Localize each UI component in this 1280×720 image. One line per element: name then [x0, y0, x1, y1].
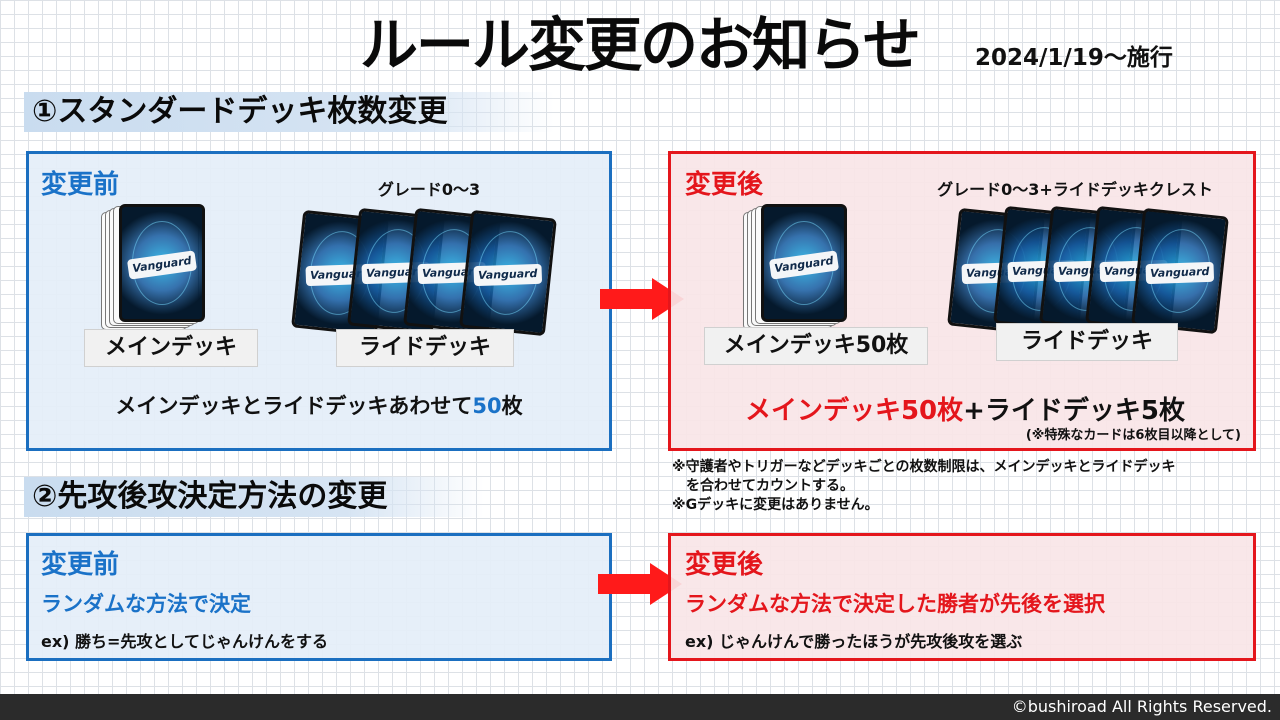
right-arrow-icon — [598, 563, 682, 605]
ride-deck-label: ライドデッキ — [337, 330, 513, 366]
note-line: ※Gデッキに変更はありません。 — [672, 497, 879, 513]
section2-before-panel: 変更前 ランダムな方法で決定 ex) 勝ち=先攻としてじゃんけんをする — [26, 533, 612, 661]
grade-caption: グレード0〜3 — [377, 180, 481, 199]
footer-bar — [0, 694, 1280, 720]
card-logo: Vanguard — [473, 263, 543, 287]
statement-note: (※特殊なカードは6枚目以降として) — [1025, 428, 1241, 443]
after-label: 変更後 — [685, 550, 764, 580]
after-example: ex) じゃんけんで勝ったほうが先攻後攻を選ぶ — [685, 632, 1023, 651]
card-back: Vanguard — [119, 204, 205, 322]
page-title: ルール変更のお知らせ — [360, 11, 921, 79]
grade-caption: グレード0〜3+ライドデッキクレスト — [937, 180, 1213, 199]
ride-deck-cards: Vanguard Vanguard Vanguard Vanguard — [291, 207, 567, 340]
section1-notes: ※守護者やトリガーなどデッキごとの枚数制限は、メインデッキとライドデッキ を合わ… — [672, 458, 1272, 515]
copyright: ©bushiroad All Rights Reserved. — [1011, 697, 1272, 716]
card-back: Vanguard — [459, 209, 557, 337]
section2-heading: ②先攻後攻決定方法の変更 — [24, 477, 484, 517]
right-arrow-icon — [600, 278, 684, 320]
before-statement: メインデッキとライドデッキあわせて50枚 — [39, 390, 599, 420]
card-logo: Vanguard — [1145, 261, 1215, 285]
card-logo: Vanguard — [126, 250, 198, 280]
statement-red: メインデッキ50枚 — [744, 396, 964, 426]
ride-deck-label: ライドデッキ — [997, 324, 1177, 360]
before-example: ex) 勝ち=先攻としてじゃんけんをする — [41, 632, 328, 651]
main-deck-label: メインデッキ — [85, 330, 257, 366]
main-deck-stack: Vanguard — [743, 204, 873, 336]
card-back: Vanguard — [1131, 207, 1229, 335]
section1-after-panel: 変更後 グレード0〜3+ライドデッキクレスト Vanguard メインデッキ50… — [668, 151, 1256, 451]
note-line: を合わせてカウントする。 — [686, 478, 854, 494]
ride-deck-cards: Vanguard Vanguard Vanguard Vanguard Vang… — [947, 205, 1243, 338]
after-method: ランダムな方法で決定した勝者が先後を選択 — [685, 592, 1105, 616]
after-statement: メインデッキ50枚+ライドデッキ5枚 — [679, 390, 1251, 427]
main-deck-stack: Vanguard — [101, 204, 231, 336]
main-deck-label: メインデッキ50枚 — [705, 328, 927, 364]
after-label: 変更後 — [685, 170, 764, 200]
before-method: ランダムな方法で決定 — [41, 592, 251, 616]
statement-number: 50 — [472, 394, 502, 418]
before-label: 変更前 — [41, 170, 120, 200]
statement-prefix: メインデッキとライドデッキあわせて — [115, 394, 473, 418]
section1-before-panel: 変更前 グレード0〜3 Vanguard メインデッキ Vanguard Van… — [26, 151, 612, 451]
before-label: 変更前 — [41, 550, 120, 580]
section2-after-panel: 変更後 ランダムな方法で決定した勝者が先後を選択 ex) じゃんけんで勝ったほう… — [668, 533, 1256, 661]
statement-black: +ライドデッキ5枚 — [963, 396, 1186, 426]
note-line: ※守護者やトリガーなどデッキごとの枚数制限は、メインデッキとライドデッキ — [672, 459, 1176, 475]
section1-heading: ①スタンダードデッキ枚数変更 — [24, 92, 554, 132]
effective-date: 2024/1/19〜施行 — [975, 45, 1173, 71]
card-back: Vanguard — [761, 204, 847, 322]
card-logo: Vanguard — [768, 250, 840, 280]
statement-suffix: 枚 — [501, 394, 523, 418]
